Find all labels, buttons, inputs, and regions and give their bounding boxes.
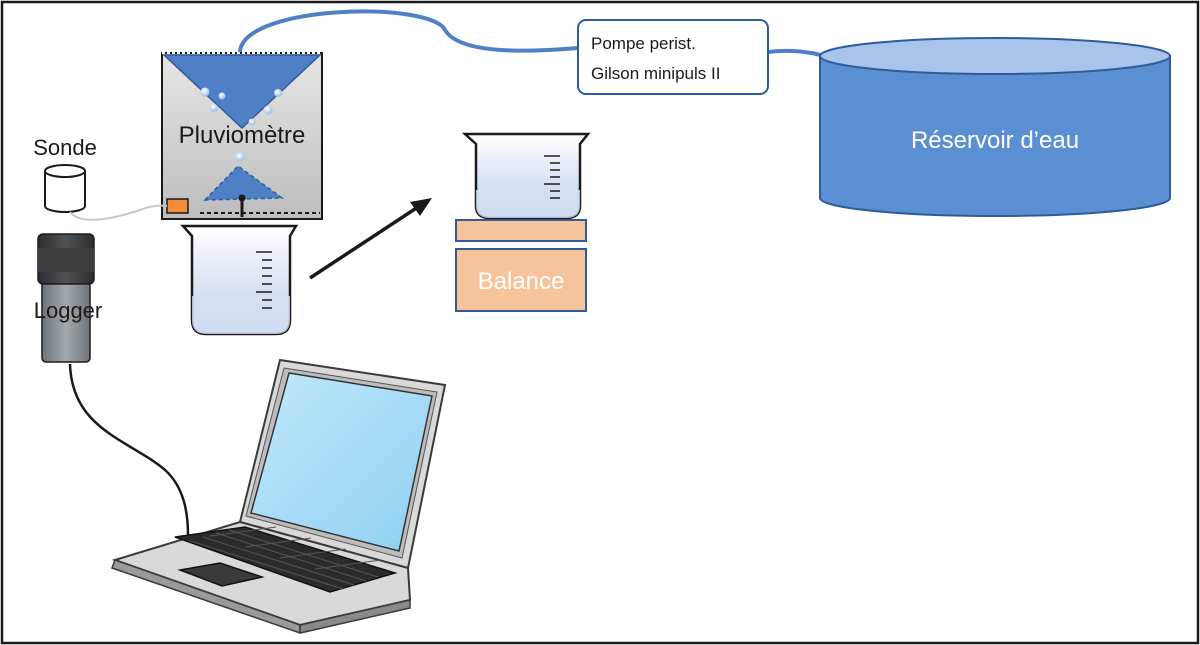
water-drop-icon (200, 87, 210, 97)
reservoir-tank: Réservoir d’eau (819, 37, 1171, 217)
pump-label-line2: Gilson minipuls II (591, 64, 720, 83)
pluviometer: Pluviomètre (161, 52, 323, 220)
laptop-touchpad (177, 562, 265, 587)
reservoir-label: Réservoir d’eau (911, 127, 1079, 154)
laptop-icon (111, 358, 447, 635)
transfer-arrow (309, 205, 419, 280)
logger-cable (68, 363, 190, 536)
beaker-icon (180, 224, 299, 336)
sensor-tag (166, 198, 189, 214)
probe-icon (44, 164, 86, 213)
laptop-keyboard (174, 526, 398, 593)
water-drop-icon (263, 105, 273, 115)
water-drop-icon (274, 89, 282, 97)
logger-label: Logger (34, 298, 103, 323)
probe-cable (69, 204, 168, 221)
water-drop-icon (235, 152, 245, 162)
laptop-screen (250, 372, 433, 552)
water-drop-icon (248, 118, 256, 126)
pump-label-line1: Pompe perist. (591, 34, 696, 53)
pump-box: Pompe perist. Gilson minipuls II (577, 19, 769, 95)
water-drop-icon (210, 104, 218, 112)
logger-icon (37, 233, 95, 363)
beaker-icon (461, 132, 591, 220)
sonde-label: Sonde (33, 135, 97, 160)
balance: Balance (455, 219, 587, 312)
water-drop-icon (218, 92, 226, 100)
balance-label: Balance (478, 268, 565, 295)
transfer-arrow-head (410, 198, 432, 216)
pluviometer-label: Pluviomètre (179, 122, 306, 149)
pump-tube-left (237, 9, 579, 56)
